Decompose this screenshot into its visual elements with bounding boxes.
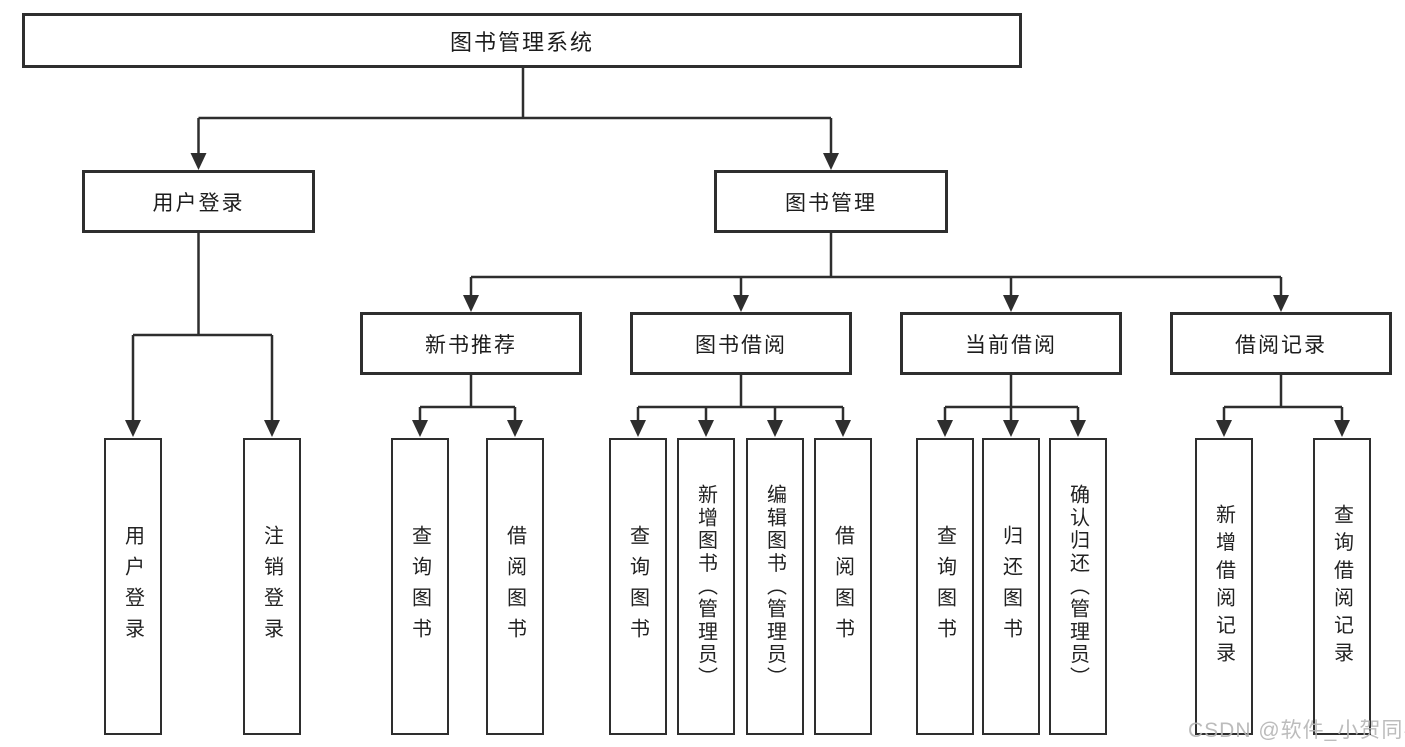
leaf-add-books-admin: 新增图书（管理员） <box>677 438 735 735</box>
leaf-query-books-3: 查询图书 <box>916 438 974 735</box>
node-borrow-records: 借阅记录 <box>1170 312 1392 375</box>
leaf-label: 查询借阅记录 <box>1330 503 1353 670</box>
node-root-library-system: 图书管理系统 <box>22 13 1022 68</box>
leaf-label: 编辑图书（管理员） <box>763 483 786 690</box>
leaf-label: 用户登录 <box>121 524 144 649</box>
node-user-login: 用户登录 <box>82 170 315 233</box>
leaf-add-borrow-record: 新增借阅记录 <box>1195 438 1253 735</box>
node-book-management: 图书管理 <box>714 170 948 233</box>
leaf-return-books: 归还图书 <box>982 438 1040 735</box>
leaf-confirm-return-admin: 确认归还（管理员） <box>1049 438 1107 735</box>
leaf-user-login: 用户登录 <box>104 438 162 735</box>
leaf-edit-books-admin: 编辑图书（管理员） <box>746 438 804 735</box>
leaf-logout: 注销登录 <box>243 438 301 735</box>
node-new-book-recommend: 新书推荐 <box>360 312 582 375</box>
leaf-borrow-books-2: 借阅图书 <box>814 438 872 735</box>
leaf-label: 查询图书 <box>933 524 956 649</box>
leaf-borrow-books-1: 借阅图书 <box>486 438 544 735</box>
csdn-watermark: CSDN @软件_小贺同学 <box>1188 719 1405 742</box>
leaf-query-borrow-record: 查询借阅记录 <box>1313 438 1371 735</box>
leaf-label: 确认归还（管理员） <box>1066 483 1089 690</box>
leaf-label: 查询图书 <box>408 524 431 649</box>
leaf-label: 新增图书（管理员） <box>694 483 717 690</box>
leaf-label: 借阅图书 <box>831 524 854 649</box>
leaf-label: 新增借阅记录 <box>1212 503 1235 670</box>
node-current-borrow: 当前借阅 <box>900 312 1122 375</box>
node-book-borrow: 图书借阅 <box>630 312 852 375</box>
leaf-label: 查询图书 <box>626 524 649 649</box>
arrowheads <box>125 153 1350 437</box>
leaf-label: 注销登录 <box>260 524 283 649</box>
leaf-label: 归还图书 <box>999 524 1022 649</box>
leaf-query-books-1: 查询图书 <box>391 438 449 735</box>
leaf-label: 借阅图书 <box>503 524 526 649</box>
leaf-query-books-2: 查询图书 <box>609 438 667 735</box>
